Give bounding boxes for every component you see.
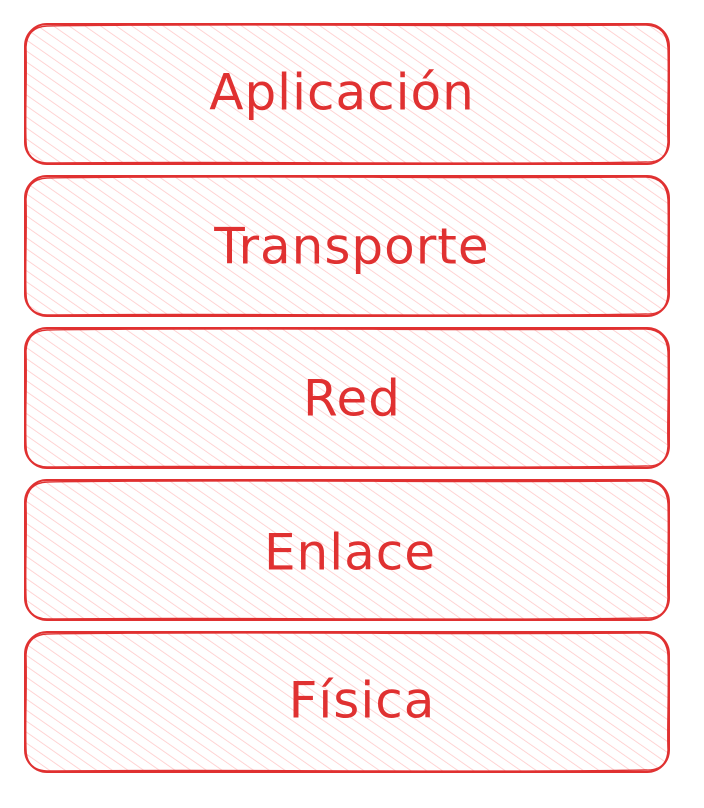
layer-transporte[interactable]: Transporte: [24, 175, 670, 317]
layer-box: [24, 327, 670, 469]
layer-box-sketch-stroke: [25, 632, 669, 772]
layer-box-sketch-stroke: [25, 24, 669, 164]
layer-box-sketch-stroke: [25, 328, 669, 468]
layer-box: [24, 23, 670, 165]
layer-aplicacion[interactable]: Aplicación: [24, 23, 670, 165]
layer-fisica[interactable]: Física: [24, 631, 670, 773]
layer-label-enlace: Enlace: [264, 524, 436, 582]
layer-label-fisica: Física: [289, 672, 436, 730]
layer-red[interactable]: Red: [24, 327, 670, 469]
layer-label-red: Red: [303, 370, 401, 428]
layer-box: [24, 175, 670, 317]
layer-box: [24, 631, 670, 773]
layer-box: [24, 479, 670, 621]
layer-label-aplicacion: Aplicación: [209, 64, 475, 122]
layer-box-sketch-stroke: [25, 176, 669, 316]
layer-box-sketch-stroke: [25, 480, 669, 620]
layer-enlace[interactable]: Enlace: [24, 479, 670, 621]
layer-label-transporte: Transporte: [213, 218, 489, 276]
